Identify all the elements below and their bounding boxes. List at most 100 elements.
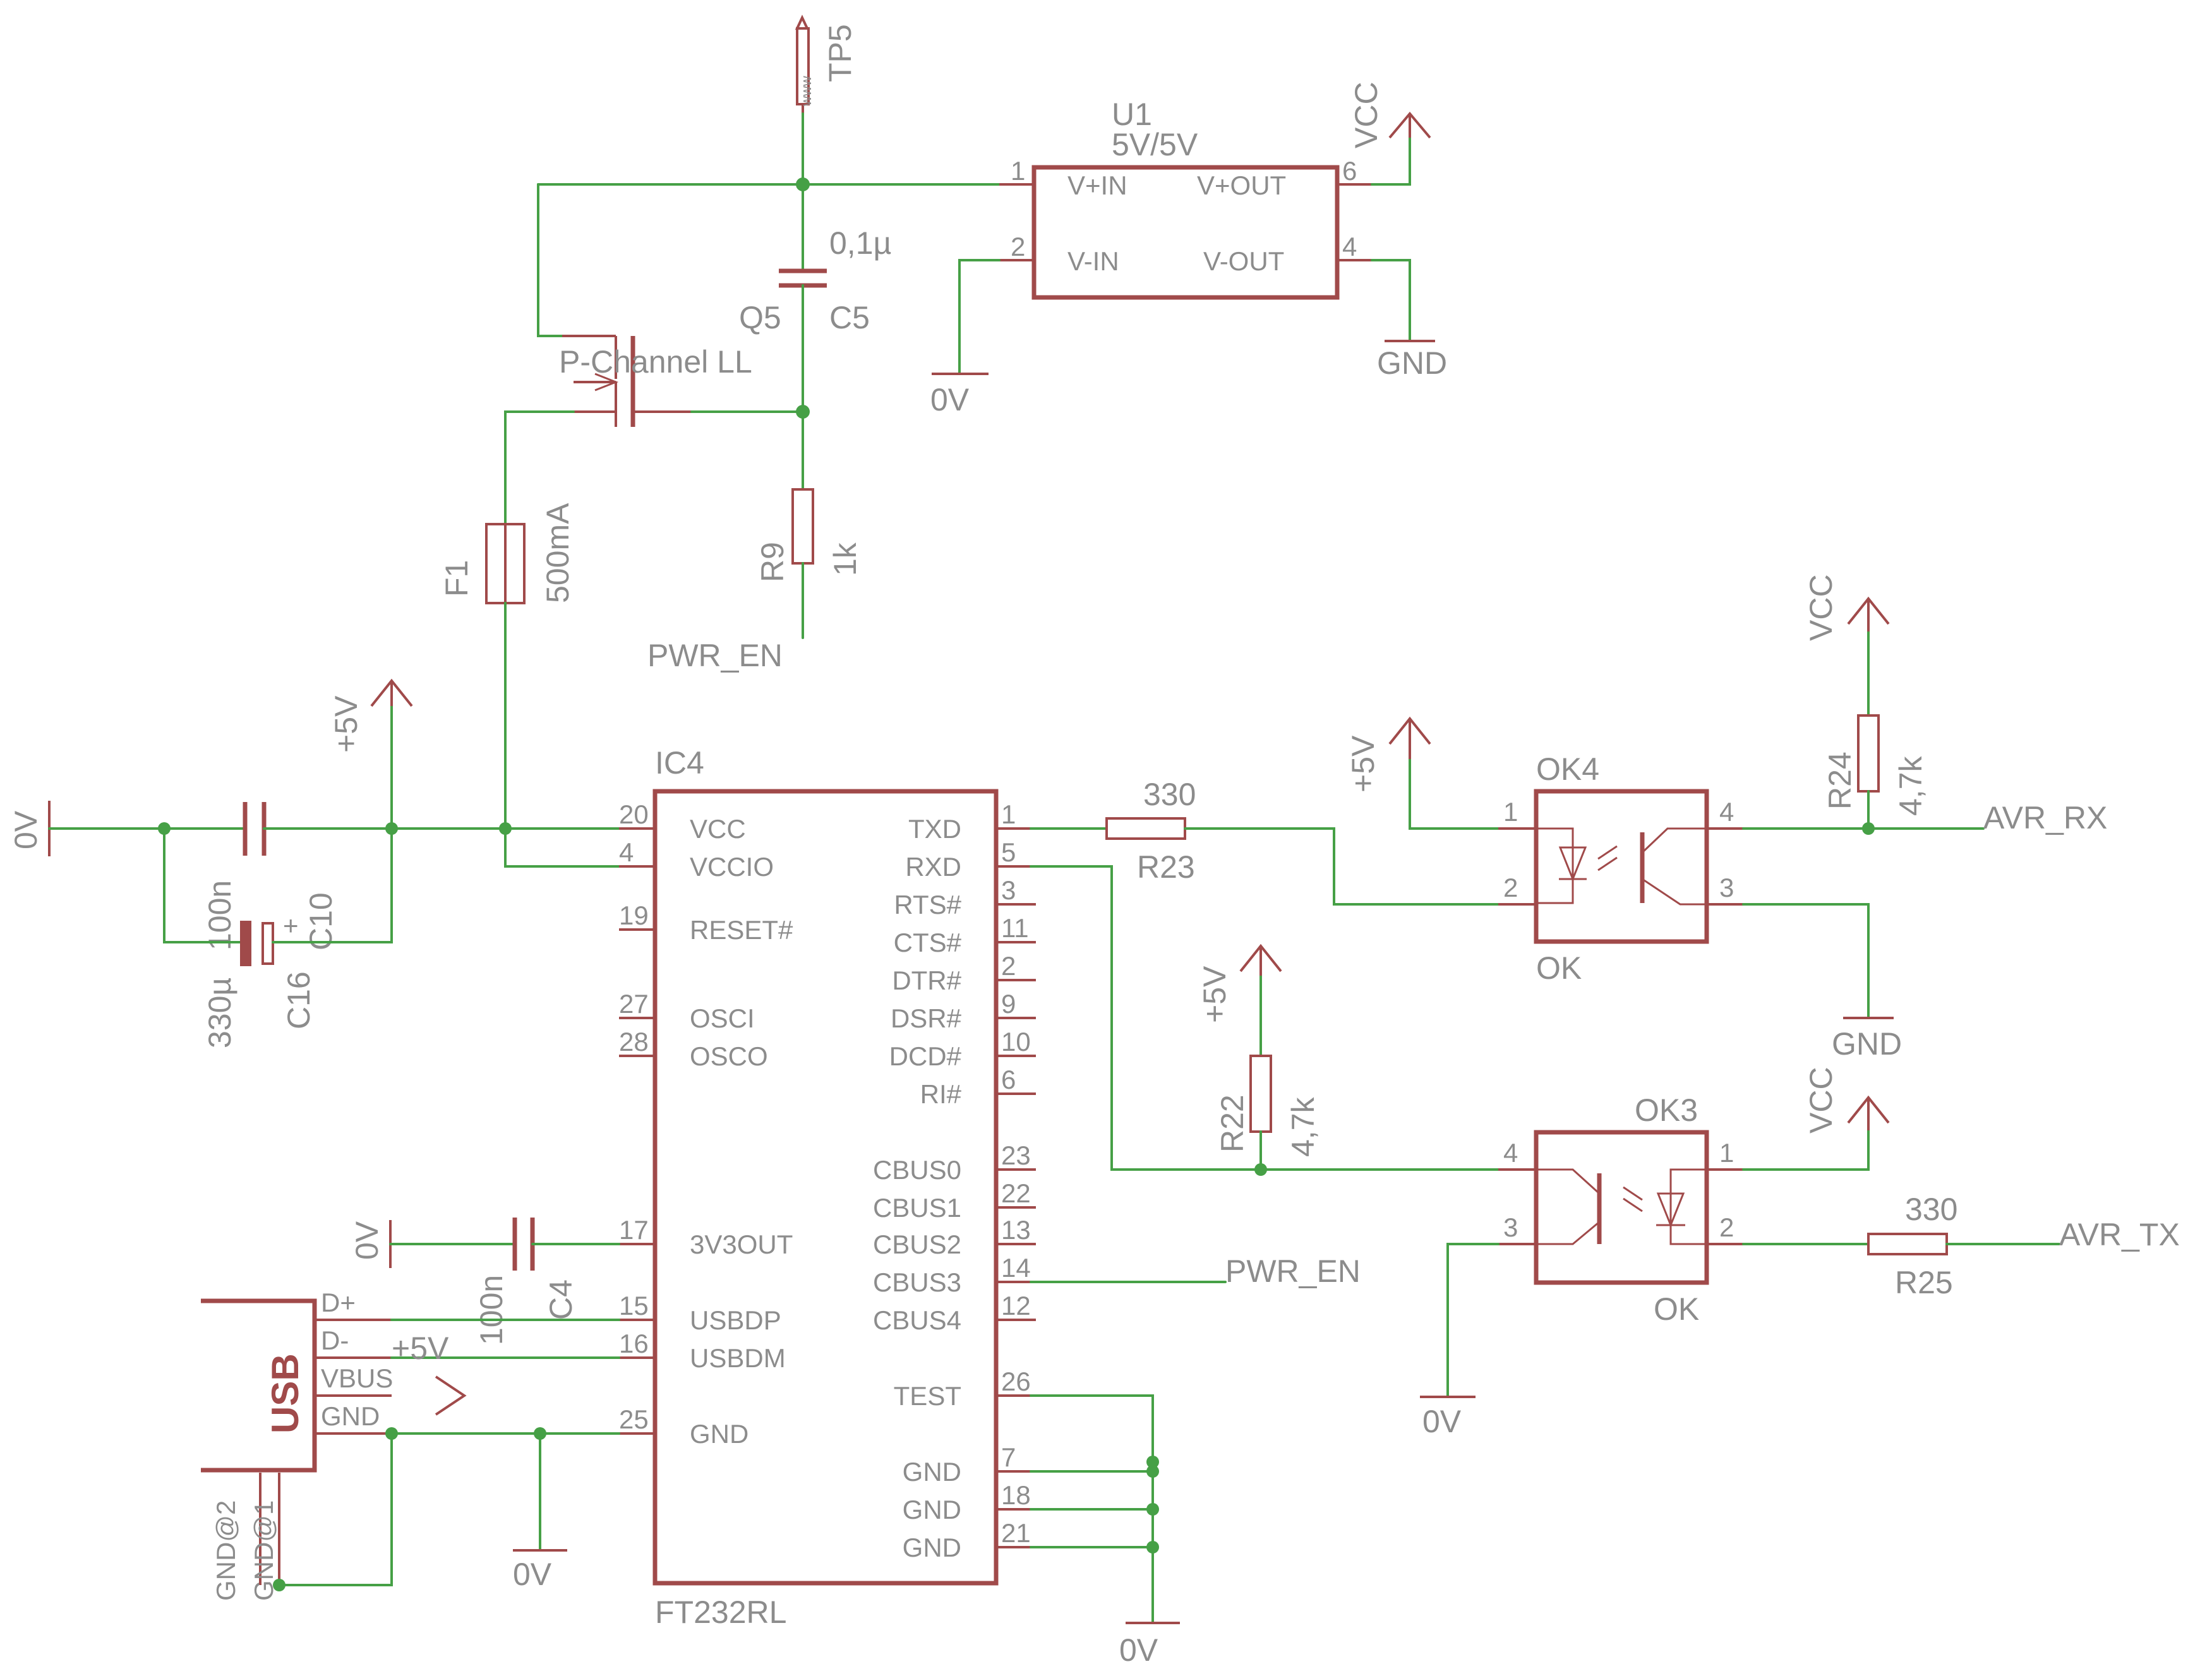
c16-plus-sign: +: [283, 911, 299, 940]
c5-name: C5: [829, 300, 870, 335]
u1-dc-converter: 1 2 6 4 V+IN V-IN V+OUT V-OUT U1 5V/5V: [999, 97, 1372, 300]
c16-capacitor: + 330µ C16: [202, 911, 316, 1048]
f1-fuse: F1 500mA: [439, 503, 575, 604]
ic4-right-pin-label: DCD#: [889, 1041, 962, 1071]
ic4-right-pin-label: GND: [903, 1533, 961, 1562]
u1-name: U1: [1112, 97, 1152, 132]
r23-value: 330: [1143, 777, 1196, 812]
ic4-right-pin-number: 11: [1001, 913, 1029, 943]
c10-name: C10: [303, 892, 339, 950]
r25-resistor: 330 R25: [1867, 1192, 1957, 1300]
vcc-label-u1: VCC: [1349, 81, 1384, 148]
c5-capacitor: 0,1µ C5: [779, 183, 891, 413]
zero-v-symbol-ok3: 0V: [1420, 1396, 1476, 1439]
plus5v-symbol-r22: +5V: [1197, 943, 1282, 1023]
ic4-left-pin-label: 3V3OUT: [690, 1230, 793, 1259]
ic4-right-pin-number: 9: [1001, 989, 1016, 1019]
zero-v-symbol-left: 0V: [8, 801, 51, 856]
ok4-pin-1: 1: [1503, 797, 1518, 827]
zero-v-label-ic4: 0V: [1119, 1632, 1158, 1668]
ic4-left-pin-label: VCCIO: [690, 852, 774, 882]
ic4-right-pin-number: 7: [1001, 1442, 1016, 1472]
avr-rx-label: AVR_RX: [1983, 800, 2107, 835]
vcc-symbol-u1: VCC: [1349, 81, 1431, 148]
plus5v-label-r22: +5V: [1197, 966, 1232, 1023]
ic4-left-pin-label: OSCI: [690, 1003, 755, 1033]
ic4-right-pin-label: RTS#: [894, 890, 961, 919]
ic4-right-pin-label: CBUS0: [873, 1155, 961, 1185]
ic4-right-pin-label: CBUS4: [873, 1305, 961, 1335]
ic4-left-pin-number: 20: [619, 799, 649, 829]
c10-capacitor: 100n C10: [202, 802, 339, 950]
ic4-right-pin-label: GND: [903, 1457, 961, 1487]
ok3-value: OK: [1654, 1291, 1699, 1327]
ic4-left-pin-label: GND: [690, 1419, 748, 1449]
ic4-left-pin-label: VCC: [690, 814, 746, 844]
c4-value: 100n: [474, 1275, 509, 1345]
ok4-optocoupler: 1 2 4 3 OK4 OK: [1498, 751, 1743, 986]
r25-name: R25: [1895, 1265, 1953, 1300]
ic4-left-pin-number: 28: [619, 1027, 649, 1056]
ic4-right-pin-label: DSR#: [891, 1003, 962, 1033]
ic4-right-pins: 1TXD5RXD3RTS#11CTS#2DTR#9DSR#10DCD#6RI#2…: [873, 799, 1036, 1562]
ok4-name: OK4: [1536, 751, 1599, 787]
ic4-right-pin-label: CBUS2: [873, 1230, 961, 1259]
ic4-right-pin-number: 18: [1001, 1480, 1031, 1510]
plus5v-arrow-vbus: +5V: [392, 1331, 467, 1416]
ic4-right-pin-label: CTS#: [894, 928, 962, 957]
zero-v-label-left: 0V: [8, 810, 44, 849]
u1-vout-plus: V+OUT: [1197, 171, 1286, 200]
gnd-label-ok4: GND: [1832, 1026, 1902, 1062]
zero-v-label-c4: 0V: [349, 1221, 385, 1260]
gnd-label-u1: GND: [1377, 345, 1447, 381]
c10-value: 100n: [202, 880, 237, 950]
ok3-pin-2: 2: [1719, 1212, 1734, 1242]
r23-resistor: 330 R23: [1105, 777, 1196, 885]
vcc-label-ok4: VCC: [1803, 574, 1839, 641]
ic4-right-pin-label: CBUS1: [873, 1193, 961, 1223]
f1-name: F1: [439, 560, 474, 597]
u1-pin-2: 2: [1011, 232, 1025, 261]
r24-name: R24: [1822, 751, 1858, 810]
zero-v-symbol-u1: 0V: [930, 373, 989, 417]
r25-value: 330: [1905, 1192, 1957, 1227]
u1-value: 5V/5V: [1112, 127, 1198, 162]
zero-v-label-ok3: 0V: [1422, 1404, 1462, 1439]
q5-mosfet: Q5 P-Channel LL: [559, 300, 781, 427]
pwr-en-label-top: PWR_EN: [647, 638, 783, 673]
ic4-value: FT232RL: [655, 1595, 786, 1630]
ic4-right-pin-number: 14: [1001, 1253, 1031, 1283]
usb-pin-dplus: D+: [321, 1288, 356, 1317]
ok3-name: OK3: [1635, 1092, 1698, 1128]
ic4-right-pin-number: 2: [1001, 951, 1016, 981]
vcc-label-ok3: VCC: [1803, 1067, 1839, 1134]
ic4-right-pin-number: 3: [1001, 875, 1016, 905]
zero-v-symbol-ic4: 0V: [1119, 1622, 1180, 1668]
u1-vout-minus: V-OUT: [1203, 246, 1284, 276]
ok4-pin-4: 4: [1719, 797, 1734, 827]
ic4-right-pin-label: GND: [903, 1495, 961, 1524]
vcc-symbol-ok4: VCC: [1803, 574, 1890, 641]
c4-name: C4: [543, 1279, 579, 1320]
ic4-right-pin-number: 10: [1001, 1027, 1031, 1056]
ic4-right-pin-number: 6: [1001, 1065, 1016, 1094]
u1-vin-plus: V+IN: [1067, 171, 1127, 200]
u1-pin-6: 6: [1342, 156, 1357, 186]
ic4-right-pin-number: 23: [1001, 1140, 1031, 1170]
ok4-value: OK: [1536, 950, 1582, 986]
ic4-left-pin-number: 15: [619, 1291, 649, 1320]
usb-connector: USB D+ D- VBUS GND GND@2 GND@1: [201, 1288, 619, 1601]
ic4-left-pin-number: 16: [619, 1329, 649, 1358]
tp5-test-point: www TP5: [795, 15, 858, 114]
ic4-left-pin-number: 27: [619, 989, 649, 1019]
ok4-pin-3: 3: [1719, 873, 1734, 902]
ic4-right-pin-number: 22: [1001, 1178, 1031, 1208]
plus5v-label-vbus: +5V: [392, 1331, 449, 1366]
ic4-right-pin-label: TXD: [908, 814, 961, 844]
ok3-optocoupler: 4 3 1 2 OK3 OK: [1498, 1092, 1743, 1327]
avr-tx-label: AVR_TX: [2059, 1217, 2180, 1252]
ic4-left-pin-number: 19: [619, 901, 649, 930]
